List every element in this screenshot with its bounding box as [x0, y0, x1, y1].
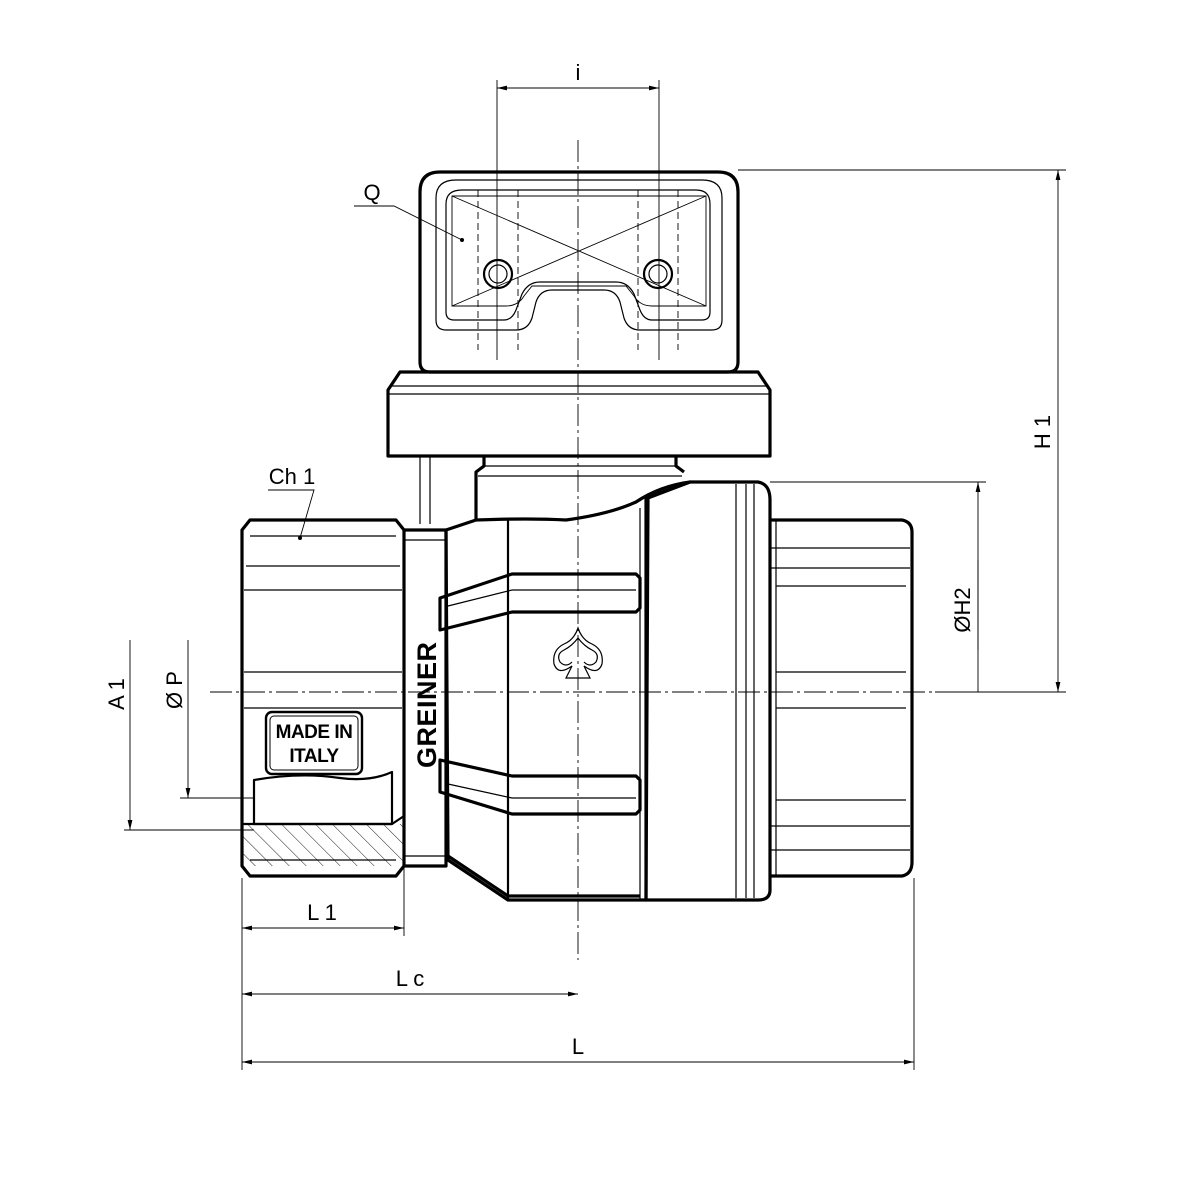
right-union-nut — [644, 480, 772, 902]
brand-label: GREINER — [412, 641, 442, 768]
dim-l1-label: L 1 — [307, 900, 337, 925]
stem-neck — [474, 456, 685, 520]
made-in-italy-stamp: MADE IN ITALY — [264, 710, 364, 776]
dim-ch1-label: Ch 1 — [269, 464, 315, 489]
right-hex-fitting — [770, 518, 914, 878]
left-hex-fitting — [240, 518, 406, 878]
handle-hole-left — [482, 258, 514, 290]
dim-lc-label: L c — [396, 966, 425, 991]
handle-skirt — [386, 370, 772, 524]
stamp-line-1: MADE IN — [276, 722, 353, 743]
handle-hole-right — [642, 258, 674, 290]
brand-neck: GREINER — [404, 528, 448, 868]
dim-i-label: i — [576, 60, 581, 85]
center-lines — [210, 140, 935, 960]
dim-p-label: Ø P — [162, 671, 187, 709]
dim-q-label: Q — [363, 180, 380, 205]
valve-body — [438, 480, 692, 902]
dim-h1-label: H 1 — [1030, 415, 1055, 449]
dim-l-label: L — [572, 1034, 584, 1059]
spade-symbol — [553, 626, 603, 679]
stamp-line-2: ITALY — [289, 746, 339, 767]
dimensions: i Q H 1 ØH2 Ch 1 A 1 Ø P L 1 — [104, 60, 1066, 1070]
dim-h2-label: ØH2 — [950, 587, 975, 632]
handle-cap — [418, 170, 740, 374]
dim-a1-label: A 1 — [104, 678, 129, 710]
